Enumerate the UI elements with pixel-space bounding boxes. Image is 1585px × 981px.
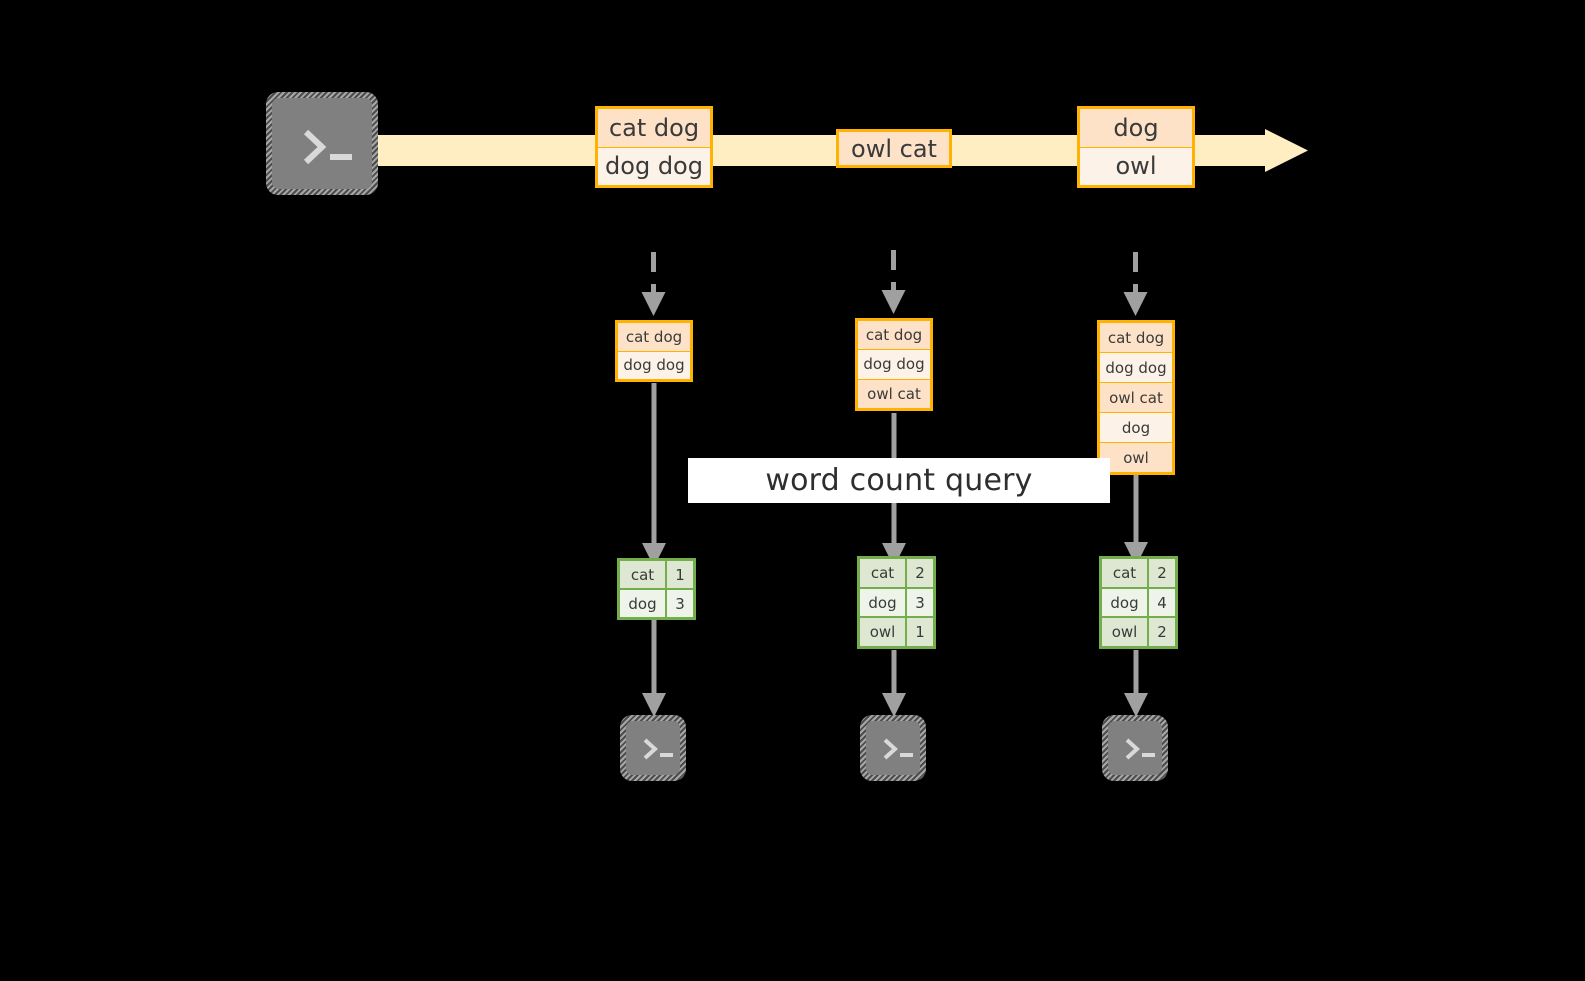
solid-connector-result-2-sink xyxy=(882,650,906,717)
result-table-2: cat 2 dog 3 owl 1 xyxy=(857,556,936,649)
event-line: dog xyxy=(1080,109,1192,147)
snapshot-line: owl cat xyxy=(1100,382,1172,412)
snapshot-line: dog dog xyxy=(858,349,930,379)
table-row: cat 1 xyxy=(620,561,693,588)
event-line: dog dog xyxy=(598,146,710,185)
result-count: 4 xyxy=(1147,588,1175,617)
result-count: 2 xyxy=(905,559,933,587)
dashed-connector-3 xyxy=(1123,252,1148,316)
result-word: cat xyxy=(620,561,665,588)
solid-connector-result-3-sink xyxy=(1124,650,1148,717)
stream-arrowhead xyxy=(1265,129,1308,172)
result-word: dog xyxy=(860,588,905,617)
dashed-connector-1 xyxy=(641,252,666,316)
result-word: cat xyxy=(860,559,905,587)
event-line: cat dog xyxy=(598,109,710,147)
result-table-3: cat 2 dog 4 owl 2 xyxy=(1099,556,1178,649)
result-count: 3 xyxy=(905,588,933,617)
table-row: cat 2 xyxy=(1102,559,1175,587)
result-count: 2 xyxy=(1147,559,1175,587)
table-row: dog 3 xyxy=(860,586,933,617)
snapshot-2-box: cat dog dog dog owl cat xyxy=(855,318,933,411)
snapshot-line: dog dog xyxy=(618,350,690,379)
result-table-1: cat 1 dog 3 xyxy=(617,558,696,620)
table-row: dog 3 xyxy=(620,588,693,617)
table-row: owl 1 xyxy=(860,616,933,647)
snapshot-line: cat dog xyxy=(618,323,690,351)
snapshot-line: cat dog xyxy=(858,321,930,350)
snapshot-line: owl cat xyxy=(858,378,930,408)
table-row: cat 2 xyxy=(860,559,933,587)
query-label-text: word count query xyxy=(765,463,1033,498)
result-count: 1 xyxy=(905,618,933,647)
solid-connector-snapshot-1-result xyxy=(642,383,666,567)
result-word: owl xyxy=(1102,618,1147,647)
snapshot-line: owl xyxy=(1100,442,1172,472)
sink-terminal-icon-3 xyxy=(1102,715,1168,781)
stream-event-2: owl cat xyxy=(836,129,952,168)
result-count: 1 xyxy=(665,561,693,588)
event-line: owl xyxy=(1080,146,1192,185)
sink-terminal-icon-1 xyxy=(620,715,686,781)
result-count: 3 xyxy=(665,590,693,617)
stream-event-3: dog owl xyxy=(1077,106,1195,188)
result-word: dog xyxy=(1102,588,1147,617)
result-word: owl xyxy=(860,618,905,647)
query-label-band: word count query xyxy=(688,458,1110,503)
table-row: owl 2 xyxy=(1102,616,1175,647)
source-terminal-icon xyxy=(266,92,378,195)
solid-connector-snapshot-3-result xyxy=(1124,475,1148,566)
snapshot-line: dog xyxy=(1100,412,1172,442)
event-line: owl cat xyxy=(839,132,949,165)
result-count: 2 xyxy=(1147,618,1175,647)
table-row: dog 4 xyxy=(1102,586,1175,617)
stream-event-1: cat dog dog dog xyxy=(595,106,713,188)
sink-terminal-icon-2 xyxy=(860,715,926,781)
dashed-connector-2 xyxy=(881,250,906,314)
result-word: cat xyxy=(1102,559,1147,587)
snapshot-3-box: cat dog dog dog owl cat dog owl xyxy=(1097,320,1175,475)
snapshot-line: dog dog xyxy=(1100,352,1172,382)
snapshot-1-box: cat dog dog dog xyxy=(615,320,693,382)
result-word: dog xyxy=(620,590,665,617)
snapshot-line: cat dog xyxy=(1100,323,1172,352)
solid-connector-result-1-sink xyxy=(642,620,666,717)
